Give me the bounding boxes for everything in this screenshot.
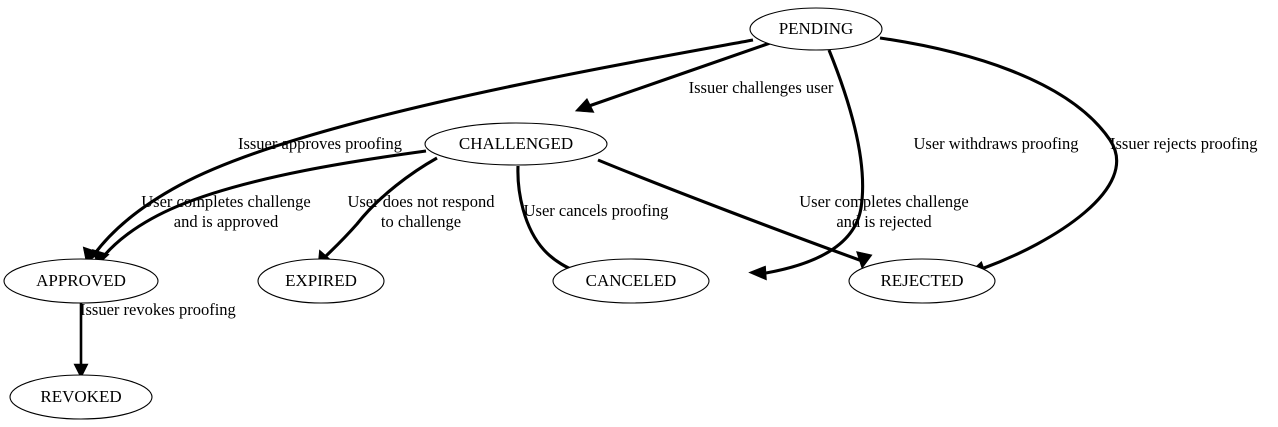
edge-label-challenged-expired-line2: to challenge	[381, 212, 461, 231]
edge-label-pending-canceled: User withdraws proofing	[914, 134, 1079, 153]
edge-pending-canceled-path	[765, 49, 865, 275]
edge-challenged-canceled-path	[516, 165, 578, 274]
node-pending[interactable]: PENDING	[749, 7, 883, 51]
node-challenged-ellipse[interactable]	[424, 122, 608, 166]
edge-pending-challenged-path	[588, 40, 774, 108]
node-challenged[interactable]: CHALLENGED	[424, 122, 608, 166]
node-expired-label: EXPIRED	[285, 271, 357, 290]
edge-label-approved-revoked: Issuer revokes proofing	[80, 300, 236, 319]
node-expired-ellipse[interactable]	[257, 258, 385, 304]
edge-challenged-rejected	[597, 158, 873, 270]
node-rejected-label: REJECTED	[880, 271, 963, 290]
edge-pending-approved-path	[91, 38, 754, 257]
node-rejected-ellipse[interactable]	[848, 258, 996, 304]
edge-label-challenged-canceled: User cancels proofing	[524, 201, 669, 220]
edge-label-challenged-expired-line1: User does not respond	[347, 192, 495, 211]
node-challenged-label: CHALLENGED	[459, 134, 573, 153]
edge-approved-revoked	[73, 303, 89, 379]
node-pending-ellipse[interactable]	[749, 7, 883, 51]
edge-pending-canceled	[748, 49, 865, 281]
edge-approved-revoked-arrowhead	[73, 363, 89, 379]
edge-label-layer: Issuer approves proofing Issuer challeng…	[80, 78, 1258, 319]
edge-label-challenged-rejected-line2: and is rejected	[836, 212, 932, 231]
edge-pending-canceled-arrowhead	[748, 265, 767, 281]
node-revoked-ellipse[interactable]	[9, 374, 153, 420]
node-pending-label: PENDING	[779, 19, 854, 38]
edge-challenged-expired-path	[324, 156, 438, 258]
edge-pending-challenged-arrowhead	[574, 97, 595, 113]
edge-challenged-approved-path	[101, 149, 427, 258]
node-approved-ellipse[interactable]	[3, 258, 159, 304]
edge-label-pending-approved: Issuer approves proofing	[238, 134, 402, 153]
edge-label-challenged-rejected-line1: User completes challenge	[799, 192, 969, 211]
node-approved[interactable]: APPROVED	[3, 258, 159, 304]
node-expired[interactable]: EXPIRED	[257, 258, 385, 304]
node-canceled[interactable]: CANCELED	[552, 258, 710, 304]
edge-label-pending-rejected: Issuer rejects proofing	[1110, 134, 1258, 153]
edge-pending-rejected-path	[879, 36, 1119, 270]
node-canceled-ellipse[interactable]	[552, 258, 710, 304]
edge-challenged-rejected-arrowhead	[856, 251, 873, 270]
node-revoked[interactable]: REVOKED	[9, 374, 153, 420]
node-revoked-label: REVOKED	[40, 387, 121, 406]
node-approved-label: APPROVED	[36, 271, 126, 290]
edge-label-pending-challenged: Issuer challenges user	[689, 78, 834, 97]
edge-label-challenged-approved-line1: User completes challenge	[141, 192, 311, 211]
node-layer: PENDING CHALLENGED APPROVED EXPIRED CANC…	[3, 7, 996, 420]
edge-label-challenged-approved-line2: and is approved	[174, 212, 279, 231]
edge-pending-challenged	[574, 40, 774, 113]
node-canceled-label: CANCELED	[586, 271, 677, 290]
edge-challenged-rejected-path	[597, 158, 866, 264]
node-rejected[interactable]: REJECTED	[848, 258, 996, 304]
